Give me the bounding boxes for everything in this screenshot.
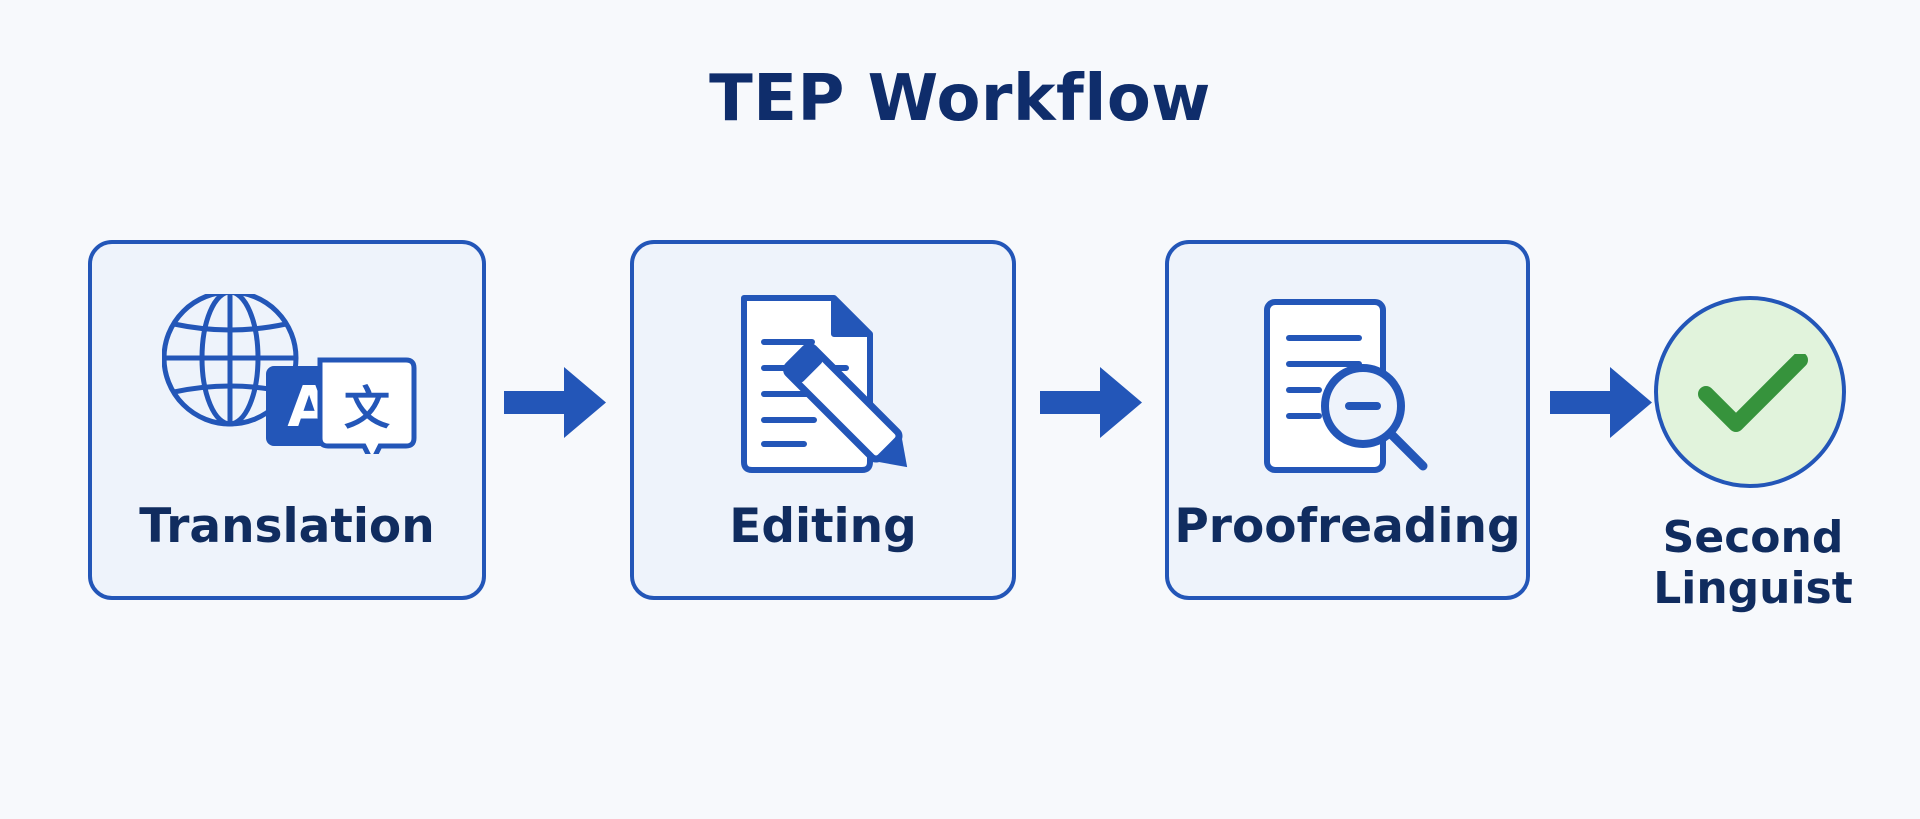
diagram-title: TEP Workflow <box>709 62 1211 136</box>
arrow-right-icon <box>504 367 606 438</box>
final-step-label-line2: Linguist <box>1653 562 1853 614</box>
step-box-proofreading: Proofreading <box>1165 240 1530 600</box>
step-box-translation: A 文 Translation <box>88 240 486 600</box>
document-edit-icon <box>741 295 908 473</box>
step-box-editing: Editing <box>630 240 1016 600</box>
arrow-right-icon <box>1550 367 1652 438</box>
globe-translate-icon: A 文 <box>162 294 417 454</box>
step-label-proofreading: Proofreading <box>1174 499 1521 554</box>
step-label-translation: Translation <box>139 499 435 554</box>
checkmark-icon <box>1698 354 1808 432</box>
step-label-editing: Editing <box>729 499 917 554</box>
arrow-right-icon <box>1040 367 1142 438</box>
final-step-label-line1: Second <box>1662 512 1844 563</box>
svg-text:文: 文 <box>344 381 390 435</box>
document-search-icon <box>1264 299 1428 473</box>
final-step-circle <box>1654 296 1846 488</box>
final-step-label: Second Linguist <box>1632 512 1874 614</box>
